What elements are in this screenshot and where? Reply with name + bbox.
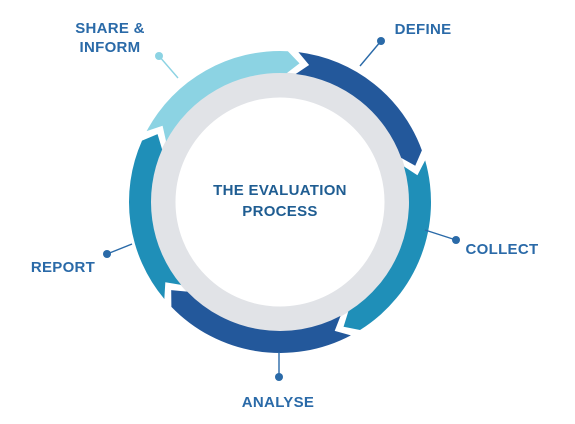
segment-collect — [343, 160, 432, 331]
stage-label-analyse: ANALYSE — [241, 394, 315, 411]
segment-share — [146, 51, 300, 142]
connector-report — [106, 243, 133, 255]
connector-dot-share — [155, 52, 163, 60]
stage-label-collect: COLLECT — [465, 241, 539, 258]
connectors — [103, 37, 460, 381]
connector-dot-define — [377, 37, 385, 45]
connector-define — [359, 40, 382, 67]
stage-label-report: REPORT — [30, 259, 96, 276]
connector-dot-report — [103, 250, 111, 258]
inner-ring — [150, 72, 410, 332]
center-title: THE EVALUATION PROCESS — [213, 182, 347, 220]
connector-dot-analyse — [275, 373, 283, 381]
stage-label-define: DEFINE — [394, 21, 452, 38]
connector-dot-collect — [452, 236, 460, 244]
cycle-segments — [128, 51, 432, 354]
stage-label-share: SHARE & INFORM — [75, 20, 145, 56]
segment-report — [128, 134, 182, 300]
segment-analyse — [171, 290, 351, 354]
connector-share — [158, 55, 179, 79]
connector-collect — [424, 229, 457, 241]
segment-define — [295, 52, 422, 166]
